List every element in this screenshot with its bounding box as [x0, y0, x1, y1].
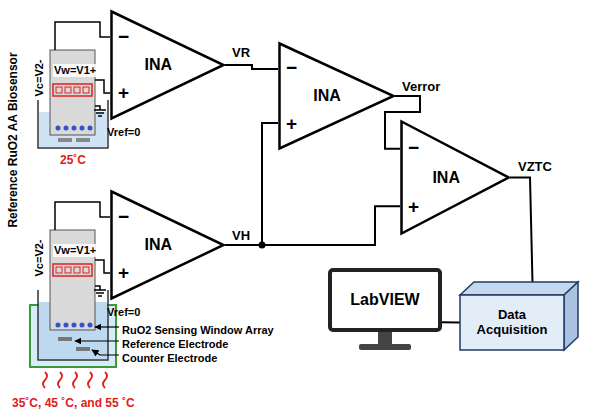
sensor-chip-part	[56, 126, 61, 131]
box-top-face	[460, 282, 578, 295]
acquisition-box: Data Acquisition	[460, 295, 564, 350]
sensor-chip-part	[76, 138, 90, 142]
amplifier-name: INA	[432, 168, 460, 186]
sensor-chip-part	[83, 87, 89, 93]
sensor-chip-part	[88, 126, 93, 131]
part-label: RuO2 Sensing Window Array	[122, 324, 274, 337]
amplifier-triangle: −INA +	[110, 190, 225, 300]
monitor-screen	[330, 270, 440, 330]
leader-line-part	[75, 340, 119, 341]
input-sign: +	[286, 113, 297, 135]
input-sign: −	[408, 137, 419, 159]
input-sign: −	[118, 206, 129, 228]
heat-wave	[43, 372, 107, 388]
monitor-stand	[359, 344, 411, 350]
monitor-stand	[378, 332, 392, 344]
sensor-wire-part	[55, 202, 110, 230]
amplifier-triangle: −INA +	[400, 120, 510, 235]
leader-line	[75, 327, 119, 355]
sensor-chip-part	[80, 126, 85, 131]
output-signal: VR	[232, 46, 250, 61]
amplifier-triangle: −INA +	[278, 42, 395, 150]
sensor-chip-part	[58, 138, 72, 142]
sensor-chip-part	[53, 84, 92, 96]
amplifier-triangle: −INA +	[110, 10, 225, 120]
temperature-label: 35˚C, 45 ˚C, and 55 ˚C	[12, 397, 135, 411]
output-signal: VZTC	[518, 160, 552, 175]
sensor-chip-part	[65, 267, 71, 273]
leader-line-part	[92, 350, 119, 355]
sensor-chip-part	[50, 50, 95, 135]
heat-wave-part	[88, 372, 92, 388]
part-label: Reference Electrode	[122, 338, 228, 351]
sensor-chip-part	[88, 323, 93, 328]
part-label: Counter Electrode	[122, 352, 217, 365]
output-signal: VH	[232, 229, 250, 244]
signal-wire	[510, 178, 533, 296]
sensor-chip-part	[83, 267, 89, 273]
sensor-chip-part	[64, 126, 69, 131]
side-title: Reference RuO2 AA Biosensor	[7, 52, 21, 227]
output-signal: Verror	[402, 80, 440, 95]
signal-wire	[225, 65, 278, 69]
heat-wave-part	[73, 372, 77, 388]
sensor-chip-part	[56, 87, 62, 93]
amplifier-outline	[112, 192, 224, 299]
box-side-face	[564, 282, 578, 350]
input-sign: −	[118, 26, 129, 48]
amplifier-name: INA	[145, 56, 173, 74]
sensor-chip-part	[56, 323, 61, 328]
sensor-chip-part	[64, 323, 69, 328]
amplifier-name: INA	[313, 87, 341, 105]
sensor-chip-part	[58, 337, 72, 341]
sensor-chip-part	[80, 323, 85, 328]
amplifier-outline	[112, 12, 224, 119]
box-front-face	[460, 295, 564, 350]
sensor-chip-part	[74, 87, 80, 93]
amplifier-outline	[280, 44, 394, 149]
sensor-chip-part	[53, 264, 92, 276]
box-text: LabVIEW	[350, 291, 419, 309]
signal-name: Vref=0	[107, 306, 140, 319]
sensor-chip-part	[74, 267, 80, 273]
leader-line-part	[95, 326, 119, 327]
sensor-wire-part	[95, 260, 110, 273]
input-sign: +	[118, 82, 129, 104]
signal-name: Vw=V1+	[53, 244, 97, 257]
signal-wire	[440, 321, 460, 323]
input-sign: +	[118, 262, 129, 284]
sensor-chip-part	[76, 347, 90, 351]
heat-wave-part	[103, 372, 107, 388]
sensor-wire-part	[94, 110, 106, 116]
sensor-chip-part	[65, 87, 71, 93]
signal-name: Vc=V2-	[33, 60, 46, 97]
sensor-chip-part	[56, 267, 62, 273]
signal-name: Vc=V2-	[33, 240, 46, 277]
heat-wave-part	[58, 372, 62, 388]
computer-monitor: LabVIEW	[330, 270, 440, 330]
signal-name: Vref=0	[107, 126, 140, 139]
sensor-wire-part	[55, 22, 110, 50]
signal-wire	[225, 206, 400, 245]
signal-wire	[225, 123, 278, 245]
heat-wave-part	[43, 372, 47, 388]
box-text: Data Acquisition	[468, 308, 556, 338]
amplifier-outline	[402, 122, 509, 234]
input-sign: −	[286, 58, 297, 80]
signal-name: Vw=V1+	[53, 64, 97, 77]
sensor-wire-part	[95, 80, 110, 93]
input-sign: +	[408, 196, 419, 218]
sensor-chip-part	[72, 323, 77, 328]
sensor-chip-part	[72, 126, 77, 131]
temperature-label: 25˚C	[60, 154, 86, 168]
sensor-wire-part	[94, 290, 106, 296]
amplifier-name: INA	[145, 236, 173, 254]
